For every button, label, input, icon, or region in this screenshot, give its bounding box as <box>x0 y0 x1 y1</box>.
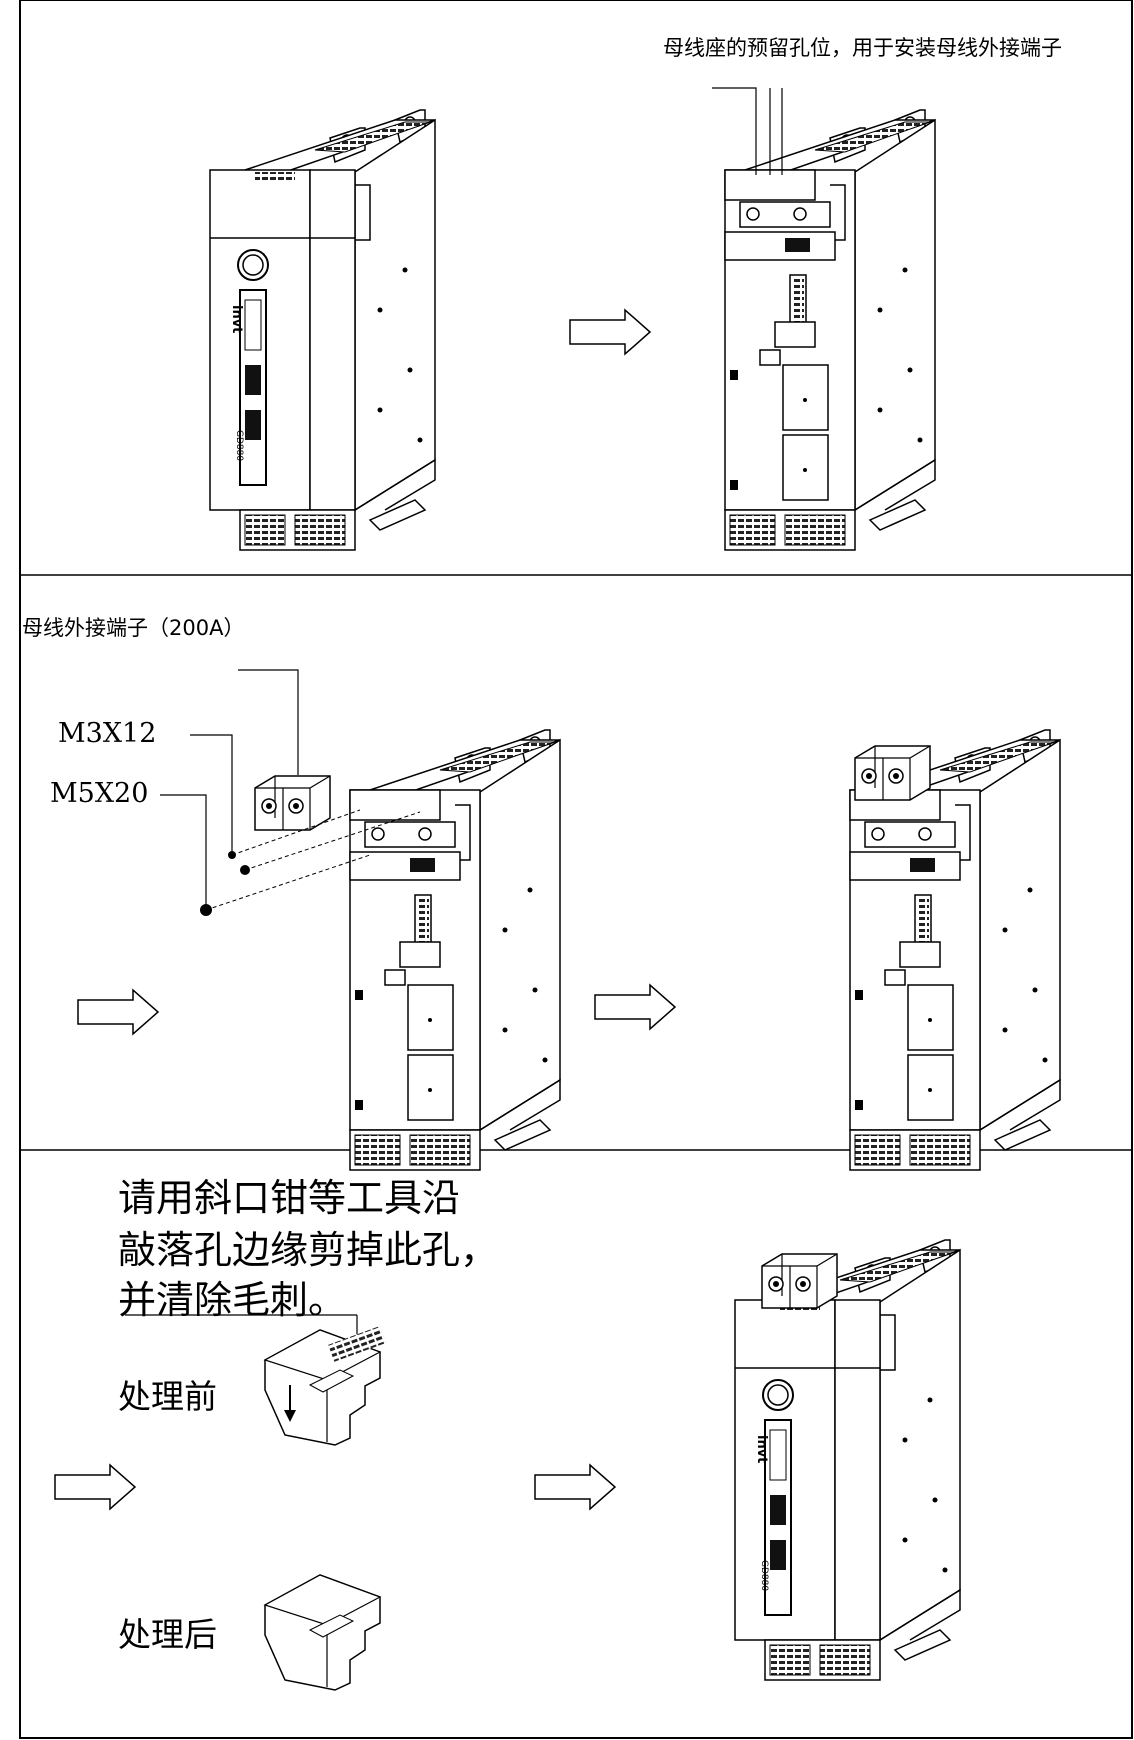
bus-terminal-installed <box>854 745 931 801</box>
drive-open-p2 <box>349 729 561 1171</box>
model-mark-p3: GD880 <box>759 1560 769 1592</box>
before-label: 处理前 <box>118 1377 217 1416</box>
instruction-line-1: 请用斜口钳等工具沿 <box>118 1176 461 1220</box>
bus-terminal-exploded <box>254 775 331 831</box>
screw-m3-label: M3X12 <box>58 718 157 749</box>
arrow-p3-left <box>54 1464 136 1510</box>
arrow-p3-mid <box>534 1464 616 1510</box>
cover-after <box>264 1574 381 1691</box>
instruction-line-2: 敲落孔边缘剪掉此孔， <box>118 1228 499 1272</box>
model-mark-p1: GD880 <box>234 430 244 462</box>
brand-mark-p1: invt <box>229 305 244 334</box>
arrow-p2-left <box>77 989 159 1035</box>
panel2-title: 母线外接端子（200A） <box>22 616 245 640</box>
screw-m5-label: M5X20 <box>50 778 149 809</box>
brand-mark-p3: invt <box>754 1435 769 1464</box>
bus-terminal-final <box>761 1253 838 1309</box>
panel1-note: 母线座的预留孔位，用于安装母线外接端子 <box>663 36 1062 60</box>
instruction-line-3: 并清除毛刺。 <box>118 1278 347 1322</box>
arrow-p2-mid <box>594 984 676 1030</box>
drive-open-p1 <box>724 109 936 551</box>
arrow-p1 <box>569 309 651 355</box>
after-label: 处理后 <box>118 1615 217 1654</box>
